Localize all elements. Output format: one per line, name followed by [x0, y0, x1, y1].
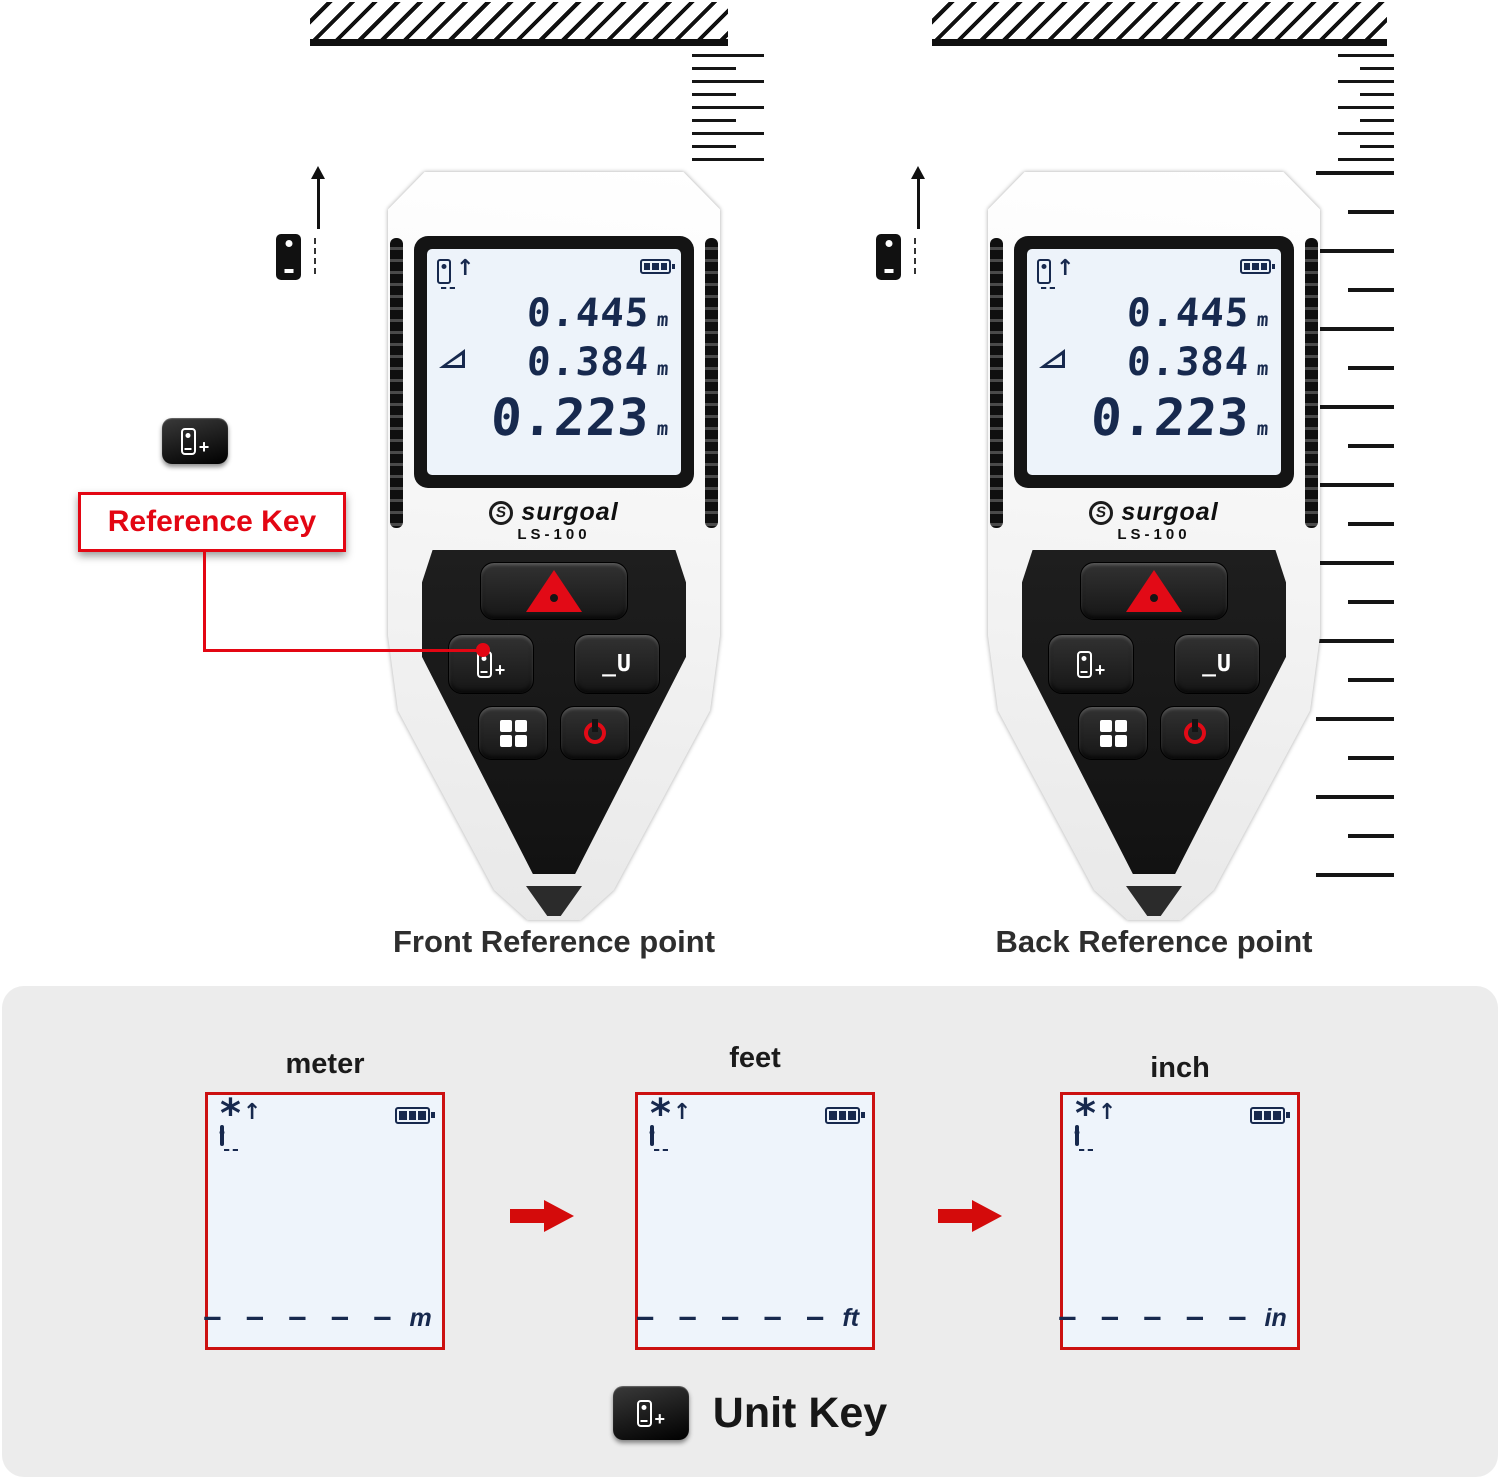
- battery-icon: [1240, 259, 1275, 274]
- caption-back-reference: Back Reference point: [995, 924, 1313, 959]
- unit-button[interactable]: _U: [574, 634, 660, 694]
- battery-icon: [1250, 1107, 1290, 1124]
- unit-symbol: in: [1264, 1304, 1287, 1332]
- menu-button[interactable]: [478, 706, 548, 760]
- surgoal-logo-icon: [489, 500, 514, 525]
- brand: surgoal: [388, 498, 720, 527]
- dashed-line: [314, 238, 316, 274]
- up-arrow-icon: [1098, 1103, 1116, 1124]
- battery-icon: [640, 259, 675, 274]
- grid-2x2-icon: [499, 719, 527, 747]
- grip-right: [1305, 238, 1318, 528]
- battery-icon: [395, 1107, 435, 1124]
- reference-key-icon: [162, 418, 228, 464]
- unit-symbol: ft: [842, 1304, 859, 1332]
- model-number: LS-100: [1117, 526, 1191, 543]
- unit-key-icon: [612, 1386, 689, 1440]
- measure-button[interactable]: [480, 562, 628, 620]
- screen-label-inch: inch: [1150, 1052, 1210, 1084]
- unit-screen-meter: – – – – – m: [204, 1092, 445, 1350]
- device-plus-icon: [636, 1399, 652, 1427]
- laser-device-icon: [220, 1103, 261, 1146]
- model-number: LS-100: [517, 526, 591, 543]
- device-up-arrow-icon: [1037, 259, 1074, 289]
- brand-name: surgoal: [521, 498, 619, 526]
- brand-name: surgoal: [1121, 498, 1219, 526]
- reference-key-label: Reference Key: [107, 505, 317, 538]
- back-reference-pointer: [876, 166, 946, 301]
- surgoal-logo-icon: [1089, 500, 1114, 525]
- ceiling-hatch-right: [932, 2, 1387, 46]
- measure-button[interactable]: [1080, 562, 1228, 620]
- unit-symbol: m: [409, 1304, 432, 1332]
- reference-key-callout: Reference Key: [78, 492, 346, 552]
- grip-left: [390, 238, 403, 528]
- reference-button[interactable]: [1048, 634, 1134, 694]
- up-arrow-icon: [910, 166, 926, 230]
- grid-2x2-icon: [1099, 719, 1127, 747]
- mini-ruler: [692, 54, 768, 171]
- up-arrow-icon: [310, 166, 326, 230]
- caption-front-reference: Front Reference point: [392, 924, 716, 959]
- corner-triangle-icon: [439, 349, 465, 368]
- reading-placeholder: – – – – – in: [1059, 1302, 1287, 1333]
- unit-button[interactable]: _U: [1174, 634, 1260, 694]
- corner-triangle-icon: [1039, 349, 1065, 368]
- red-arrow-icon: [510, 1200, 576, 1232]
- callout-dot: [476, 643, 490, 657]
- menu-button[interactable]: [1078, 706, 1148, 760]
- dashed-line: [914, 238, 916, 274]
- ceiling-hatch-left: [310, 2, 728, 46]
- reference-button[interactable]: [448, 634, 534, 694]
- laser-device-icon: [1075, 1103, 1116, 1146]
- battery-icon: [825, 1107, 865, 1124]
- laser-triangle-icon: [526, 570, 582, 612]
- power-ring-icon: [581, 719, 609, 747]
- laser-triangle-icon: [1126, 570, 1182, 612]
- power-button[interactable]: [560, 706, 630, 760]
- grip-left: [990, 238, 1003, 528]
- brand: surgoal: [988, 498, 1320, 527]
- device-plus-icon: [180, 427, 196, 455]
- reading-placeholder: – – – – – ft: [637, 1302, 859, 1333]
- callout-line-horizontal: [203, 649, 485, 652]
- unit-screen-feet: – – – – – ft: [635, 1092, 875, 1350]
- front-reference-pointer: [276, 166, 346, 301]
- mini-device-icon: [276, 234, 301, 280]
- callout-line-vertical: [203, 552, 206, 652]
- screen-label-feet: feet: [729, 1042, 781, 1074]
- unit-key-footer: Unit Key: [0, 1386, 1500, 1440]
- screen-label-meter: meter: [285, 1048, 365, 1080]
- power-ring-icon: [1181, 719, 1209, 747]
- unit-screen-inch: – – – – – in: [1059, 1092, 1300, 1350]
- device-plus-icon: [1076, 650, 1092, 678]
- up-arrow-icon: [243, 1103, 261, 1124]
- wall-ruler: [1314, 54, 1394, 912]
- up-arrow-icon: [673, 1103, 691, 1124]
- laser-device-icon: [650, 1103, 691, 1146]
- red-arrow-icon: [938, 1200, 1004, 1232]
- unit-key-label: Unit Key: [712, 1388, 888, 1437]
- reading-placeholder: – – – – – m: [204, 1302, 432, 1333]
- grip-right: [705, 238, 718, 528]
- power-button[interactable]: [1160, 706, 1230, 760]
- device-up-arrow-icon: [437, 259, 474, 289]
- mini-device-icon: [876, 234, 901, 280]
